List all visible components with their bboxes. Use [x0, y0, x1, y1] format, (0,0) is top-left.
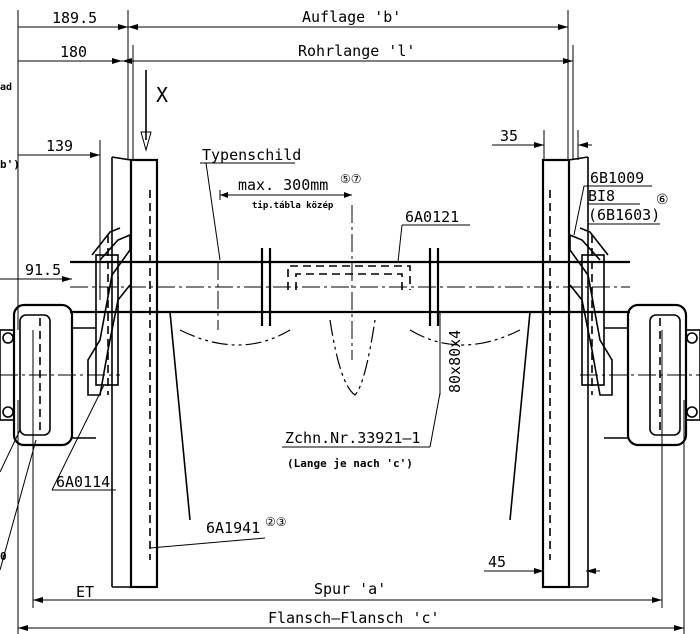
lange-note: (Lange je nach 'c')	[287, 457, 413, 470]
max-300-notes: ⑤⑦	[340, 172, 362, 186]
right-brake-drum	[580, 303, 700, 447]
part-6A1941-notes: ②③	[265, 515, 287, 529]
part-labels: X Typenschild max. 300mm ⑤⑦ tip.tábla kö…	[0, 82, 669, 601]
zchn-nr-label: Zchn.Nr.33921–1	[285, 429, 420, 447]
dim-180: 180	[60, 43, 87, 61]
typenschild-label: Typenschild	[202, 146, 301, 164]
part-6B1009: 6B1009	[590, 169, 644, 187]
dim-spur: Spur 'a'	[314, 580, 386, 598]
dim-189-5: 189.5	[52, 9, 97, 27]
phantom-lines	[179, 319, 521, 396]
part-6B1603: (6B1603)	[588, 206, 660, 224]
view-arrow-x	[140, 70, 152, 152]
dim-auflage: Auflage 'b'	[302, 8, 401, 26]
part-6A0121: 6A0121	[405, 208, 459, 226]
dim-flansch: Flansch–Flansch 'c'	[268, 609, 440, 627]
edge-fragment-0: 0	[0, 550, 7, 563]
right-frame-plate	[541, 156, 613, 589]
dim-tube-section: 80x80x4	[446, 330, 464, 393]
leader-lines	[0, 162, 652, 571]
left-brake-drum	[0, 303, 120, 447]
dim-35: 35	[500, 127, 518, 145]
part-6A0114: 6A0114	[56, 473, 110, 491]
dimension-lines-top	[0, 10, 592, 330]
part-6A1941: 6A1941	[206, 519, 260, 537]
part-BI8: BI8	[588, 187, 615, 205]
dim-45: 45	[488, 553, 506, 571]
dim-91-5: 91.5	[25, 261, 61, 279]
view-x-label: X	[156, 83, 168, 107]
axle-tube	[70, 205, 630, 521]
dimension-labels: 189.5 180 Auflage 'b' Rohrlange 'l' 139 …	[25, 8, 518, 627]
dimension-lines-bottom	[17, 330, 685, 634]
tip-tabla-label: tip.tábla közép	[252, 200, 334, 211]
dim-139: 139	[46, 137, 73, 155]
max-300-label: max. 300mm	[238, 176, 328, 194]
label-underlines	[220, 194, 660, 225]
edge-fragment-b: b')	[0, 158, 20, 171]
edge-fragment-ad: ad	[0, 82, 12, 93]
et-label: ET	[76, 583, 94, 601]
dim-rohrlange: Rohrlange 'l'	[298, 42, 415, 60]
note-6: ⑥	[656, 192, 669, 208]
left-frame-plate	[87, 156, 159, 589]
